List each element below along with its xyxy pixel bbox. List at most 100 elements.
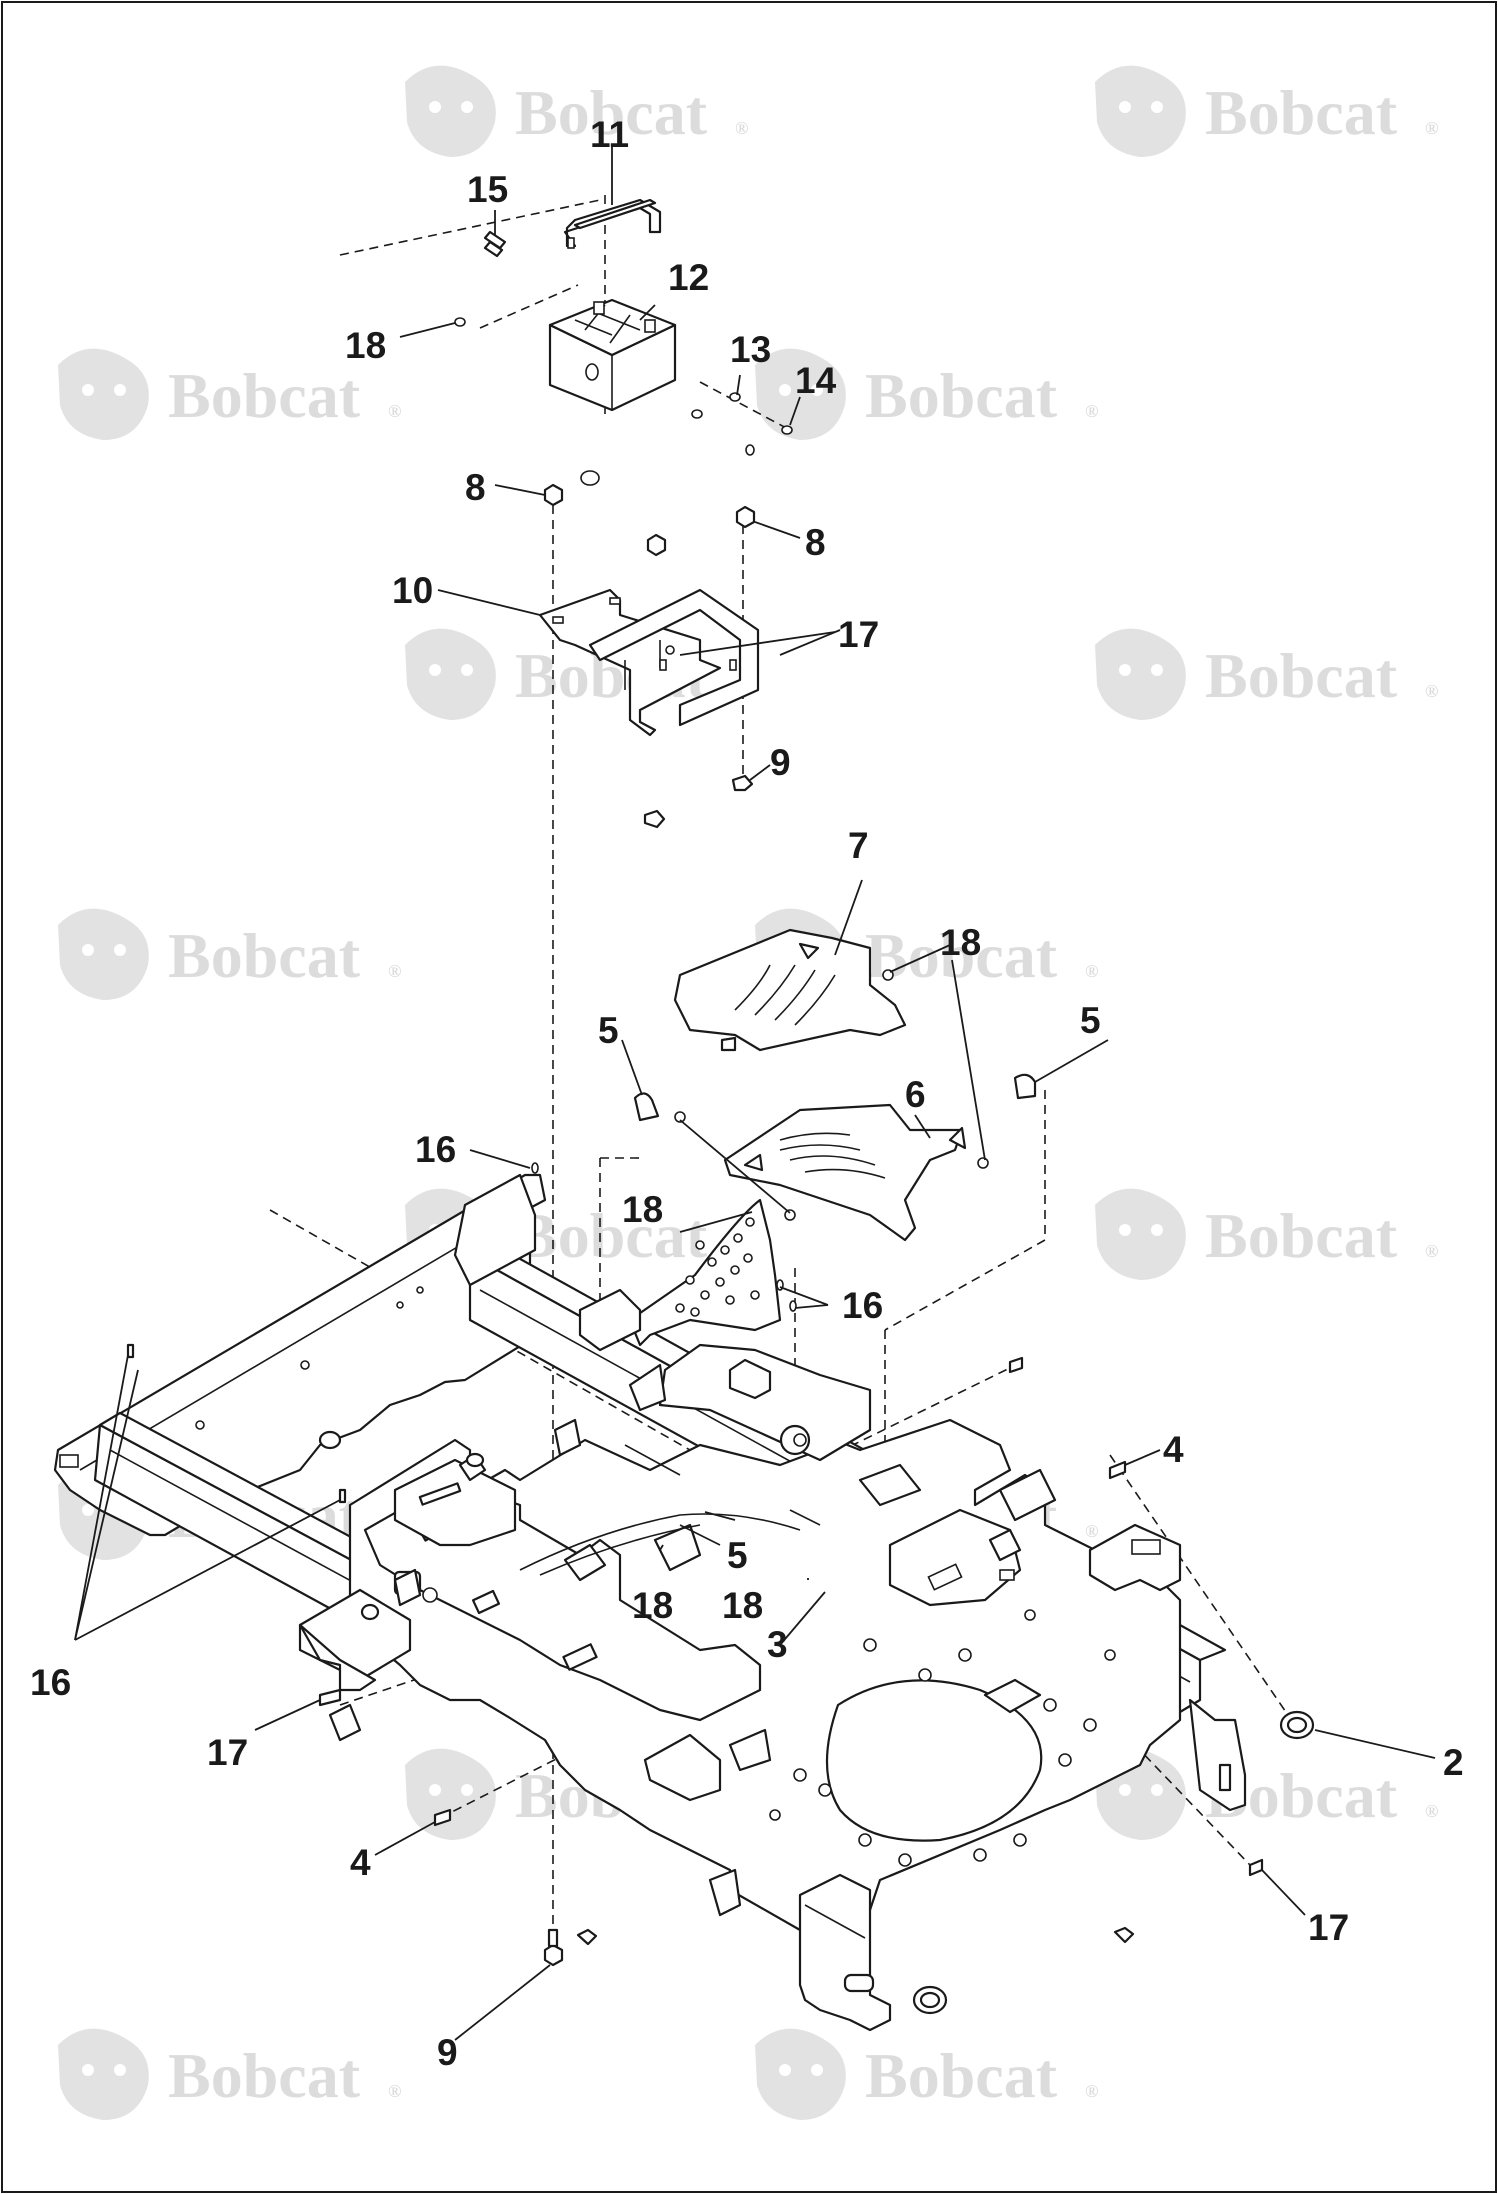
callout-17: 17 [838, 614, 879, 655]
bolt-lower-right [1113, 1926, 1135, 1944]
clamp-5-left [633, 1092, 660, 1122]
bolt-lower [576, 1928, 598, 1946]
washer-13 [729, 392, 741, 402]
upper-hardware [454, 230, 793, 829]
svg-text:Bobcat: Bobcat [515, 1200, 708, 1271]
callout-10: 10 [392, 570, 433, 611]
svg-text:®: ® [1425, 1801, 1438, 1821]
svg-text:®: ® [1085, 1521, 1098, 1541]
callout-17: 17 [207, 1732, 248, 1773]
callout-18: 18 [345, 325, 386, 366]
callout-11: 11 [590, 114, 629, 155]
callout-5: 5 [1080, 1000, 1101, 1041]
watermark: Bobcat ® [755, 348, 1098, 440]
callout-16: 16 [415, 1129, 456, 1170]
leader-lines [74, 145, 1436, 2041]
callout-9: 9 [770, 742, 791, 783]
nut-18 [977, 1157, 989, 1169]
watermark: Bobcat ® [755, 2028, 1098, 2120]
nut-8-left [543, 483, 564, 507]
nut-18 [674, 1111, 686, 1123]
callout-8: 8 [805, 522, 826, 563]
bolt-17-right [1248, 1858, 1264, 1877]
watermark: Bobcat ® [755, 908, 1098, 1000]
svg-text:®: ® [735, 118, 748, 138]
lower-hardware [126, 1343, 1264, 1967]
svg-text:®: ® [1425, 681, 1438, 701]
callout-12: 12 [668, 257, 709, 298]
bolt-4-lower [433, 1808, 452, 1827]
svg-text:Bobcat: Bobcat [1205, 1200, 1398, 1271]
svg-text:Bobcat: Bobcat [168, 920, 361, 991]
svg-text:Bobcat: Bobcat [168, 360, 361, 431]
watermark: Bobcat® [1095, 65, 1438, 157]
watermark: Bobcat ® [58, 908, 401, 1000]
cover-plate-upper [673, 928, 907, 1052]
nut-8 [580, 470, 600, 486]
callout-15: 15 [467, 169, 508, 210]
bolt-15b [483, 240, 504, 258]
callout-16: 16 [30, 1662, 71, 1703]
watermark: Bobcat ® [58, 348, 401, 440]
svg-text:Bobcat: Bobcat [1205, 77, 1398, 148]
svg-text:®: ® [388, 401, 401, 421]
nut-18 [454, 317, 466, 327]
callout-8: 8 [465, 467, 486, 508]
bolt-top [1008, 1356, 1024, 1374]
svg-text:Bobcat: Bobcat [865, 920, 1058, 991]
clamp-5-right [1013, 1073, 1037, 1100]
nut-18 [784, 1209, 796, 1221]
watermark: Bobcat® [1095, 1748, 1438, 1840]
svg-text:®: ® [1085, 2081, 1098, 2101]
nut-8-right [735, 505, 756, 529]
washer [745, 444, 755, 456]
svg-text:®: ® [1425, 1241, 1438, 1261]
nut [646, 533, 667, 557]
main-frame [53, 1173, 1247, 2032]
callout-18: 18 [940, 922, 981, 963]
callout-3: 3 [767, 1624, 788, 1665]
cover-plate-lower [723, 1103, 967, 1242]
nut-14 [781, 425, 793, 435]
bolt-9-lower [543, 1943, 564, 1967]
callout-13: 13 [730, 329, 771, 370]
callout-18: 18 [622, 1189, 663, 1230]
bolt-9-upper [731, 774, 754, 792]
svg-text:®: ® [1085, 961, 1098, 981]
callout-17: 17 [1308, 1907, 1349, 1948]
pin-16-mid [338, 1488, 347, 1504]
washer [691, 409, 703, 419]
callout-4: 4 [350, 1842, 371, 1883]
watermark: Bobcat® [405, 65, 748, 157]
watermark: Bobcat ® [58, 2028, 401, 2120]
callout-18: 18 [632, 1585, 673, 1626]
watermark: Bobcat® [405, 1188, 748, 1280]
callout-9: 9 [437, 2032, 458, 2073]
callout-7: 7 [848, 825, 869, 866]
svg-text:®: ® [1085, 401, 1098, 421]
svg-text:®: ® [388, 2081, 401, 2101]
svg-text:Bobcat: Bobcat [1205, 640, 1398, 711]
callout-5: 5 [598, 1010, 619, 1051]
battery-hold-down-bracket [563, 198, 662, 249]
svg-text:®: ® [388, 961, 401, 981]
watermark: Bobcat ® [1095, 1188, 1438, 1280]
pin-16-left [126, 1343, 135, 1359]
bolt [643, 809, 666, 829]
callout-18: 18 [722, 1585, 763, 1626]
callout-labels: 11 15 12 18 13 14 8 8 10 17 9 7 18 5 5 6… [30, 114, 1464, 2073]
battery [548, 298, 677, 412]
pin-16 [789, 1300, 797, 1312]
callout-5: 5 [727, 1535, 748, 1576]
grommet [912, 1710, 1315, 2015]
svg-text:Bobcat: Bobcat [168, 2040, 361, 2111]
svg-text:Bobcat: Bobcat [865, 2040, 1058, 2111]
bolt-9-shank [547, 1928, 559, 1948]
pin-16 [531, 1162, 539, 1174]
battery-tray [538, 588, 760, 737]
callout-4: 4 [1163, 1429, 1184, 1470]
svg-text:Bobcat: Bobcat [865, 360, 1058, 431]
